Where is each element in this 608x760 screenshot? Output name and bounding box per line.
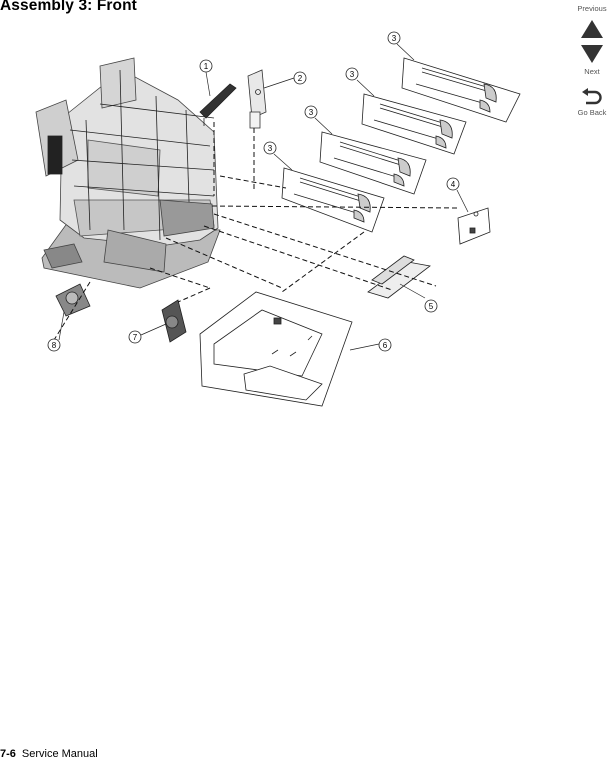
svg-text:3: 3 (392, 34, 397, 43)
next-button[interactable]: Next (574, 44, 608, 76)
triangle-down-icon (581, 45, 603, 63)
svg-text:3: 3 (268, 144, 273, 153)
go-back-button[interactable]: Go Back (574, 88, 608, 117)
next-label: Next (584, 67, 600, 76)
part-8-gear-assembly (55, 283, 91, 317)
part-4-box (457, 207, 491, 245)
previous-label: Previous (577, 4, 607, 13)
callout-6: 6 (378, 338, 392, 352)
tray-box-4 (401, 57, 521, 123)
return-arrow-icon (582, 88, 602, 105)
part-6-box (199, 291, 353, 407)
callout-3d: 3 (263, 141, 277, 155)
callout-7: 7 (128, 330, 142, 344)
svg-text:7: 7 (133, 333, 138, 342)
explosion-guide-lines (53, 122, 459, 341)
tray-box-2 (319, 131, 427, 195)
svg-text:2: 2 (298, 74, 303, 83)
go-back-label: Go Back (577, 108, 607, 117)
triangle-up-icon (581, 20, 603, 38)
svg-text:6: 6 (383, 341, 388, 350)
tray-box-1 (281, 167, 385, 233)
svg-text:3: 3 (350, 70, 355, 79)
callout-5: 5 (424, 299, 438, 313)
callout-3b: 3 (345, 67, 359, 81)
part-1-bar (199, 83, 237, 126)
part-7-gear-assembly (161, 299, 187, 343)
svg-text:4: 4 (451, 180, 456, 189)
part-2-bracket (247, 69, 267, 129)
tray-box-3 (361, 93, 467, 155)
svg-text:8: 8 (52, 341, 57, 350)
previous-button[interactable]: Previous (574, 4, 608, 41)
page-title: Assembly 3: Front (0, 0, 137, 14)
callout-4: 4 (446, 177, 460, 191)
svg-text:5: 5 (429, 302, 434, 311)
callout-1: 1 (199, 59, 213, 73)
front-frame-assembly (35, 57, 221, 289)
page-number: 7-6 (0, 748, 16, 760)
part-3-tray-guide-boxes (281, 57, 521, 233)
callout-3a: 3 (387, 31, 401, 45)
svg-text:1: 1 (204, 62, 209, 71)
callout-leaders (58, 43, 469, 351)
footer-manual-name: Service Manual (21, 748, 98, 760)
part-5-plate (367, 255, 431, 299)
page-footer: 7-6 Service Manual (0, 748, 98, 760)
svg-text:3: 3 (309, 108, 314, 117)
callout-3c: 3 (304, 105, 318, 119)
callout-2: 2 (293, 71, 307, 85)
callout-markers: 1 2 3 3 3 3 4 5 6 7 8 (47, 31, 460, 352)
callout-8: 8 (47, 338, 61, 352)
